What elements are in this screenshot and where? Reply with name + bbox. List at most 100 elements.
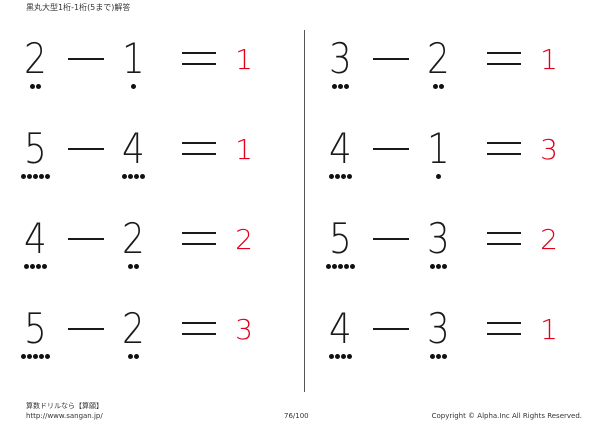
answer: 1 xyxy=(235,133,253,166)
minuend: 4 xyxy=(328,304,352,353)
subtrahend: 1 xyxy=(426,124,450,173)
count-dot xyxy=(435,354,441,359)
count-dot xyxy=(26,354,32,359)
count-dot xyxy=(435,174,441,179)
subtrahend-dots xyxy=(407,354,469,360)
subtrahend-dots xyxy=(102,264,164,270)
answer: 1 xyxy=(540,313,558,346)
count-dot xyxy=(29,84,35,89)
count-dot xyxy=(130,84,136,89)
minus-sign xyxy=(68,148,104,150)
subtrahend: 3 xyxy=(426,214,450,263)
count-dot xyxy=(340,354,346,359)
count-dot xyxy=(337,264,343,269)
count-dot xyxy=(328,354,334,359)
footer-brand: 算数ドリルなら【算願】 xyxy=(26,402,103,410)
count-dot xyxy=(343,84,349,89)
minus-sign xyxy=(68,238,104,240)
minuend: 5 xyxy=(23,124,47,173)
count-dot xyxy=(20,354,26,359)
count-dot xyxy=(139,174,145,179)
subtrahend-dots xyxy=(102,84,164,90)
minuend: 2 xyxy=(23,34,47,83)
minuend-dots xyxy=(309,84,371,90)
minuend: 3 xyxy=(328,34,352,83)
subtraction-problem: 3 2 1 xyxy=(305,36,595,96)
equals-sign xyxy=(182,52,216,65)
equals-sign xyxy=(487,52,521,65)
equals-sign xyxy=(182,142,216,155)
equals-sign xyxy=(182,322,216,335)
answer: 1 xyxy=(235,43,253,76)
count-dot xyxy=(44,354,50,359)
count-dot xyxy=(23,264,29,269)
answer: 3 xyxy=(540,133,558,166)
subtrahend: 4 xyxy=(121,124,145,173)
minus-sign xyxy=(68,328,104,330)
count-dot xyxy=(432,84,438,89)
count-dot xyxy=(127,264,133,269)
count-dot xyxy=(44,174,50,179)
count-dot xyxy=(343,264,349,269)
count-dot xyxy=(340,174,346,179)
count-dot xyxy=(35,84,41,89)
subtrahend-dots xyxy=(407,174,469,180)
subtrahend: 2 xyxy=(426,34,450,83)
count-dot xyxy=(32,354,38,359)
subtraction-problem: 5 4 1 xyxy=(0,126,290,186)
footer-url[interactable]: http://www.sangan.jp/ xyxy=(26,412,103,420)
minuend-dots xyxy=(4,174,66,180)
count-dot xyxy=(349,264,355,269)
count-dot xyxy=(334,354,340,359)
count-dot xyxy=(441,264,447,269)
column-divider xyxy=(304,30,305,392)
count-dot xyxy=(35,264,41,269)
count-dot xyxy=(438,84,444,89)
count-dot xyxy=(346,174,352,179)
minuend-dots xyxy=(4,354,66,360)
subtrahend-dots xyxy=(102,174,164,180)
count-dot xyxy=(337,84,343,89)
subtraction-problem: 2 1 1 xyxy=(0,36,290,96)
count-dot xyxy=(328,174,334,179)
equals-sign xyxy=(487,322,521,335)
count-dot xyxy=(133,354,139,359)
minuend-dots xyxy=(309,354,371,360)
minus-sign xyxy=(373,328,409,330)
count-dot xyxy=(435,264,441,269)
count-dot xyxy=(38,354,44,359)
count-dot xyxy=(38,174,44,179)
count-dot xyxy=(41,264,47,269)
count-dot xyxy=(331,264,337,269)
count-dot xyxy=(133,174,139,179)
answer: 1 xyxy=(540,43,558,76)
count-dot xyxy=(429,264,435,269)
minuend-dots xyxy=(4,264,66,270)
count-dot xyxy=(325,264,331,269)
minuend-dots xyxy=(309,264,371,270)
count-dot xyxy=(121,174,127,179)
equals-sign xyxy=(182,232,216,245)
count-dot xyxy=(29,264,35,269)
subtraction-problem: 4 3 1 xyxy=(305,306,595,366)
subtrahend: 2 xyxy=(121,304,145,353)
count-dot xyxy=(26,174,32,179)
subtrahend-dots xyxy=(102,354,164,360)
subtrahend: 1 xyxy=(121,34,145,83)
minuend: 4 xyxy=(23,214,47,263)
count-dot xyxy=(429,354,435,359)
minus-sign xyxy=(68,58,104,60)
answer: 2 xyxy=(235,223,253,256)
count-dot xyxy=(133,264,139,269)
page-title: 黒丸大型1桁-1桁(5まで)解答 xyxy=(26,3,131,12)
count-dot xyxy=(346,354,352,359)
count-dot xyxy=(331,84,337,89)
count-dot xyxy=(32,174,38,179)
subtrahend-dots xyxy=(407,264,469,270)
subtrahend: 3 xyxy=(426,304,450,353)
minuend-dots xyxy=(309,174,371,180)
copyright: Copyright © Alpha.Inc All Rights Reserve… xyxy=(431,412,582,420)
